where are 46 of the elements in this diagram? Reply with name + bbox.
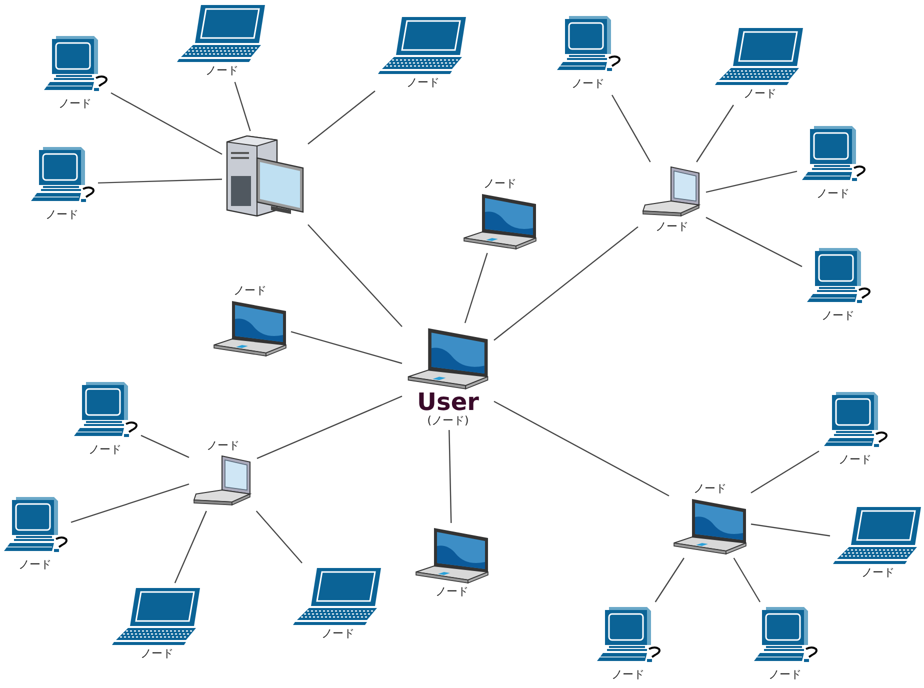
node-label: ノード	[322, 627, 354, 641]
connection-line	[234, 82, 251, 132]
connection-line	[706, 216, 802, 268]
node-label: ノード	[838, 453, 872, 467]
node-label: ノード	[744, 87, 776, 101]
connection-line	[70, 483, 190, 523]
node-label: ノード	[58, 97, 92, 111]
connection-line	[140, 434, 190, 458]
node-label: ノード	[18, 558, 52, 572]
node-label: ノード	[206, 439, 240, 453]
node-label: ノード	[816, 187, 850, 201]
node-label: ノード	[406, 76, 440, 90]
connection-line	[733, 558, 761, 602]
connection-line	[654, 558, 684, 602]
connection-line	[290, 331, 402, 364]
connection-line	[611, 94, 651, 162]
connection-line	[750, 524, 830, 536]
connection-line	[308, 90, 376, 144]
node-label: ノード	[822, 309, 854, 323]
connection-line	[494, 400, 670, 496]
connection-line	[98, 178, 222, 184]
node-label: ノード	[612, 668, 644, 682]
node-label: ノード	[140, 647, 174, 661]
node-title: User	[417, 390, 479, 414]
node-label: ノード	[694, 482, 726, 496]
connection-line	[174, 510, 207, 584]
connection-line	[256, 396, 402, 459]
connection-line	[696, 104, 734, 162]
node-label: ノード	[484, 177, 516, 191]
node-label: ノード	[46, 208, 78, 222]
connection-line	[750, 450, 820, 494]
connection-line	[308, 224, 402, 328]
node-label: ノード	[768, 668, 802, 682]
connection-line	[256, 510, 302, 564]
node-label: ノード	[436, 585, 468, 599]
node-label: ノード	[234, 284, 266, 298]
node-label: ノード	[656, 220, 688, 234]
connection-line	[110, 92, 222, 155]
node-label: ノード	[88, 443, 122, 457]
connection-line	[706, 170, 798, 193]
node-label: ノード	[862, 566, 894, 580]
node-label: ノード	[572, 77, 604, 91]
node-label: ノード	[206, 64, 238, 78]
connection-line	[448, 430, 452, 524]
connection-line	[494, 226, 638, 341]
node-label: (ノード)	[427, 414, 469, 427]
